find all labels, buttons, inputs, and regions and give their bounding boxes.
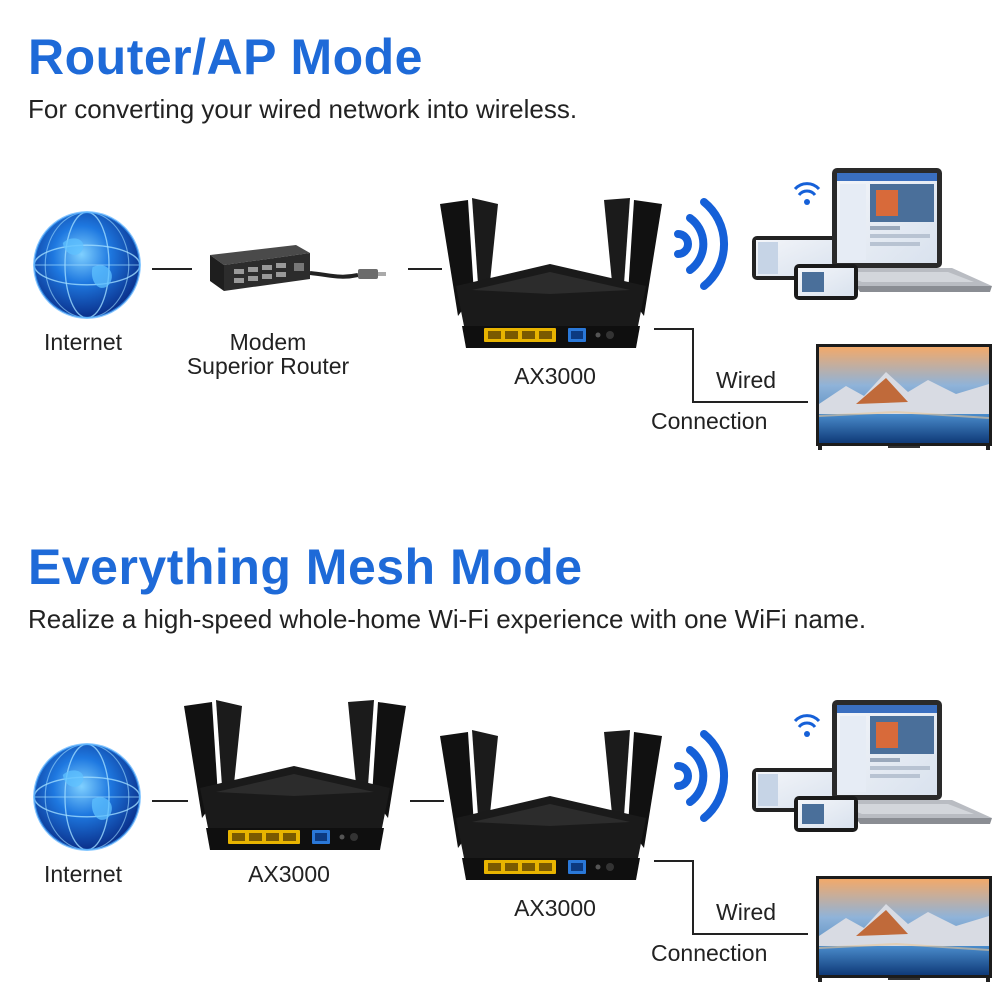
connector-line	[152, 268, 192, 270]
wired-connector-line	[654, 328, 694, 330]
tv-icon	[815, 343, 993, 451]
connector-line	[408, 268, 442, 270]
wired-label: Wired	[716, 899, 777, 925]
connector-line	[152, 800, 188, 802]
internet-label: Internet	[44, 329, 122, 355]
wired-connector-line	[692, 401, 808, 403]
wired-connector-line	[692, 933, 808, 935]
wired-connector-line	[692, 860, 694, 935]
section-subtitle-mesh: Realize a high-speed whole-home Wi-Fi ex…	[28, 604, 867, 634]
router2-label: AX3000	[514, 895, 596, 921]
laptop-icon	[752, 168, 992, 300]
section-subtitle-router-ap: For converting your wired network into w…	[28, 94, 578, 124]
router-icon-primary	[184, 700, 406, 850]
section-title-mesh: Everything Mesh Mode	[28, 539, 583, 595]
wifi-signal-icon	[668, 196, 728, 296]
router-icon	[440, 198, 662, 348]
wired-connector-line	[692, 328, 694, 403]
section-title-router-ap: Router/AP Mode	[28, 29, 423, 85]
connector-line	[410, 800, 444, 802]
tv-icon	[815, 875, 993, 983]
wifi-signal-icon	[668, 728, 728, 828]
connection-label: Connection	[651, 408, 768, 434]
laptop-icon	[752, 700, 992, 832]
modem-label: Modem	[229, 329, 307, 355]
wired-label: Wired	[716, 367, 777, 393]
superior-router-label: Superior Router	[186, 353, 350, 379]
router1-label: AX3000	[248, 861, 330, 887]
router-label: AX3000	[514, 363, 596, 389]
modem-icon	[208, 243, 388, 293]
internet-label: Internet	[44, 861, 122, 887]
globe-icon	[33, 211, 141, 319]
wired-connector-line	[654, 860, 694, 862]
connection-label: Connection	[651, 940, 768, 966]
globe-icon	[33, 743, 141, 851]
router-icon-satellite	[440, 730, 662, 880]
